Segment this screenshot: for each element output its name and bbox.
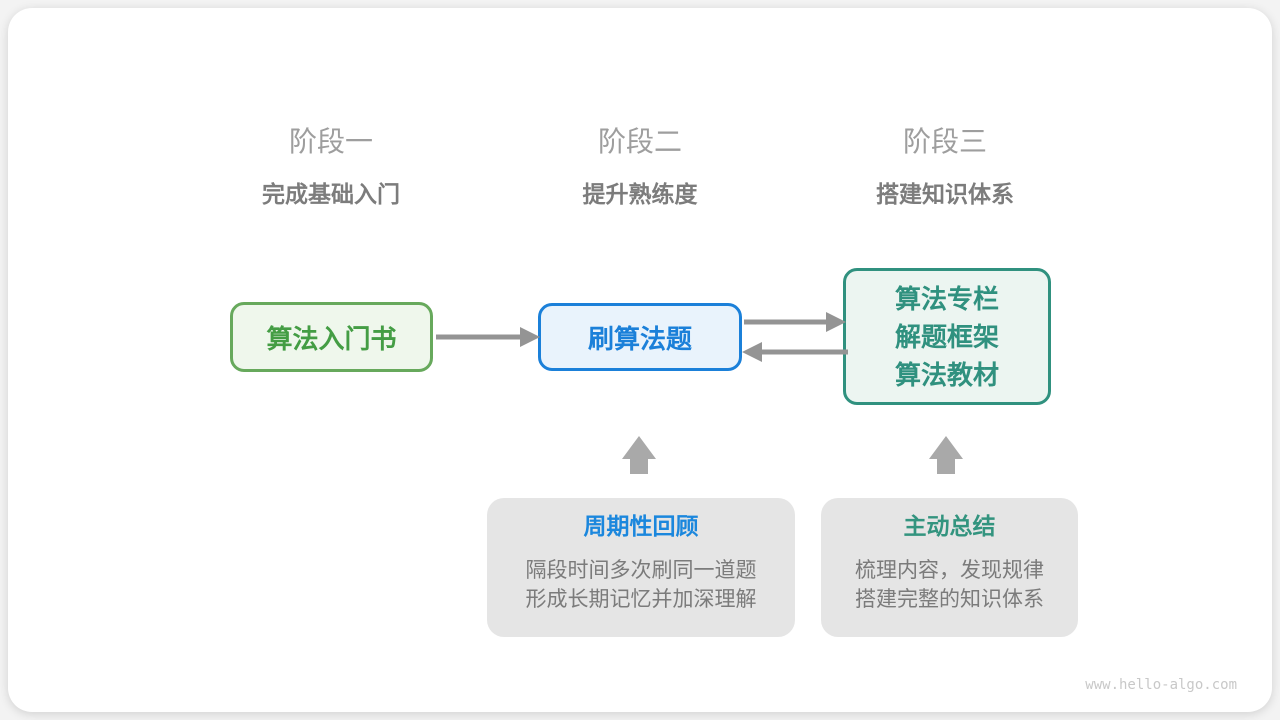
- resource-line-columns: 算法专栏: [894, 283, 999, 314]
- resource-line-textbooks: 算法教材: [894, 359, 999, 390]
- note-periodic-review-body: 隔段时间多次刷同一道题 形成长期记忆并加深理解: [487, 556, 795, 614]
- note-line: 搭建完整的知识体系: [855, 588, 1044, 611]
- note-line: 梳理内容，发现规律: [855, 559, 1044, 582]
- node-practice-problems: 刷算法题: [538, 303, 742, 371]
- stage-2-label: 阶段二: [597, 126, 682, 157]
- note-active-summary-title: 主动总结: [903, 513, 996, 539]
- note-line: 隔段时间多次刷同一道题: [525, 559, 757, 582]
- stage-1-label: 阶段一: [288, 126, 373, 157]
- stage-header-1: 阶段一 完成基础入门: [181, 126, 481, 207]
- note-line: 形成长期记忆并加深理解: [525, 588, 757, 611]
- stage-3-label: 阶段三: [902, 126, 987, 157]
- stage-header-2: 阶段二 提升熟练度: [490, 126, 790, 207]
- note-periodic-review: 周期性回顾 隔段时间多次刷同一道题 形成长期记忆并加深理解: [487, 498, 795, 637]
- note-periodic-review-title: 周期性回顾: [583, 513, 699, 539]
- node-knowledge-resources: 算法专栏 解题框架 算法教材: [843, 268, 1051, 405]
- stage-header-3: 阶段三 搭建知识体系: [795, 126, 1095, 207]
- note-active-summary-body: 梳理内容，发现规律 搭建完整的知识体系: [821, 556, 1078, 614]
- resource-line-frameworks: 解题框架: [894, 321, 999, 352]
- watermark: www.hello-algo.com: [1085, 677, 1237, 693]
- stage-1-subtitle: 完成基础入门: [262, 181, 400, 207]
- stage-2-subtitle: 提升熟练度: [582, 181, 698, 207]
- stage-3-subtitle: 搭建知识体系: [876, 181, 1014, 207]
- node-practice-label: 刷算法题: [587, 323, 692, 354]
- node-intro-book-label: 算法入门书: [266, 323, 397, 354]
- node-intro-book: 算法入门书: [230, 302, 433, 372]
- note-active-summary: 主动总结 梳理内容，发现规律 搭建完整的知识体系: [821, 498, 1078, 637]
